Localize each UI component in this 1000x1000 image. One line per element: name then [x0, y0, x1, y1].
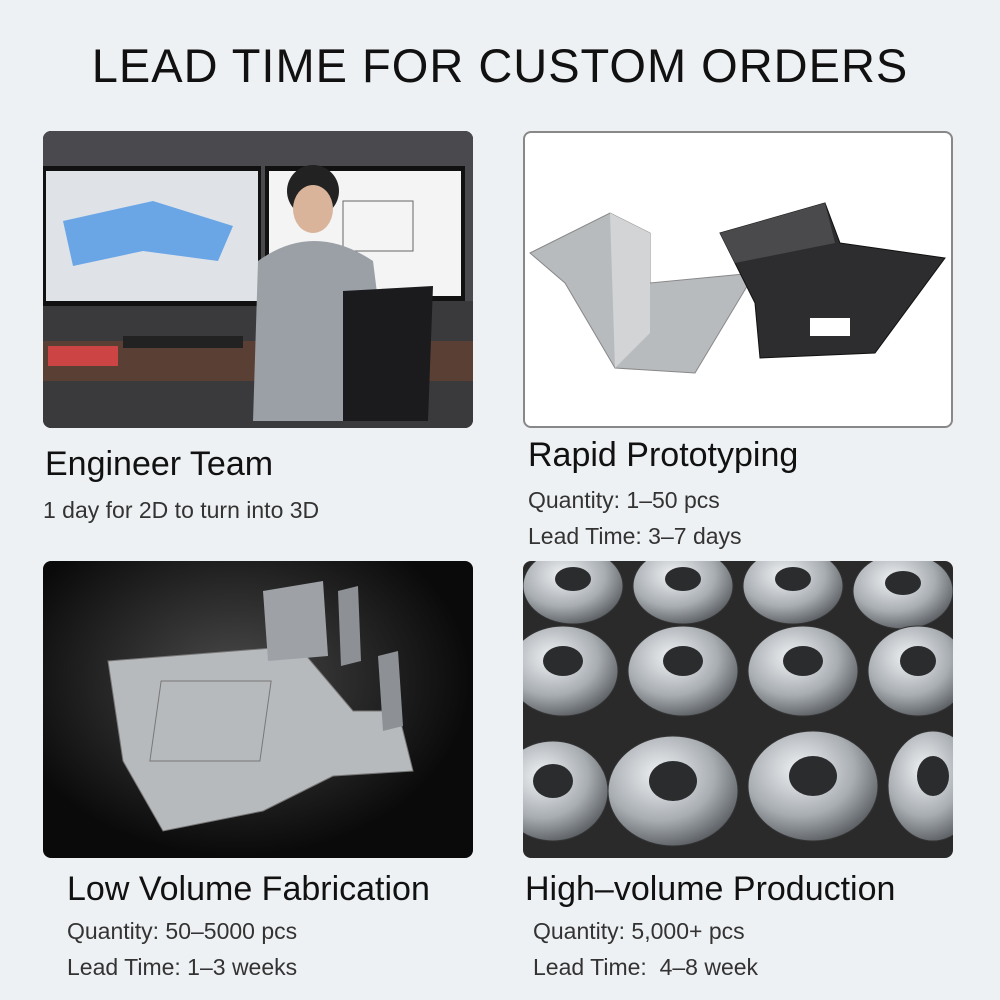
page-title: LEAD TIME FOR CUSTOM ORDERS	[91, 39, 909, 92]
quantity-text: Quantity: 5,000+ pcs	[533, 918, 745, 944]
lead-time-text: Lead Time: 4–8 week	[533, 954, 759, 980]
engineer-team-photo	[43, 131, 473, 428]
section-heading: Engineer Team	[45, 445, 274, 483]
lead-time-text: Lead Time: 1–3 weeks	[67, 954, 298, 980]
lead-time-text: Lead Time: 3–7 days	[528, 523, 742, 549]
low-volume-fabrication-photo	[43, 561, 473, 858]
quantity-text: Quantity: 50–5000 pcs	[67, 918, 298, 944]
high-volume-production-photo	[523, 561, 953, 858]
section-heading: Rapid Prototyping	[528, 436, 799, 474]
section-heading: Low Volume Fabrication	[67, 870, 430, 908]
rapid-prototyping-photo	[523, 131, 953, 428]
section-heading: High–volume Production	[525, 870, 896, 908]
quantity-text: Quantity: 1–50 pcs	[528, 487, 720, 513]
section-detail: 1 day for 2D to turn into 3D	[43, 497, 320, 523]
